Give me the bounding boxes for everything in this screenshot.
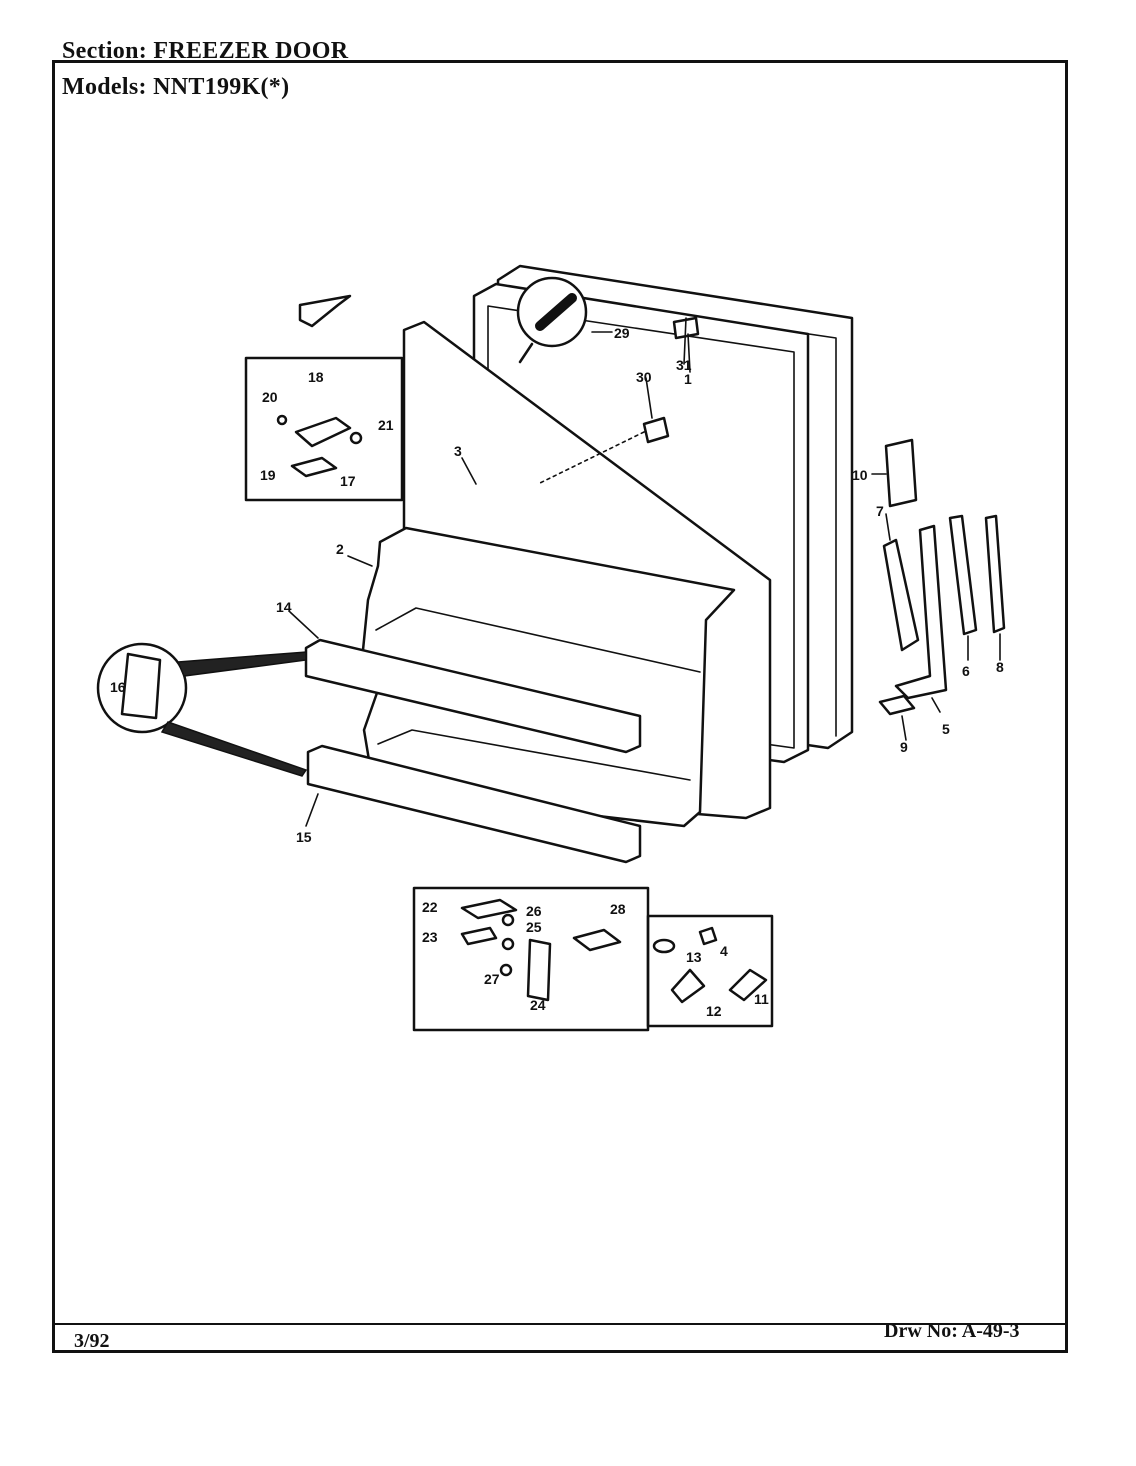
drawing-number: Drw No: A-49-3 [884, 1320, 1020, 1343]
part-2-upper-shelf [375, 607, 701, 673]
callout-25: 25 [526, 919, 542, 935]
callout-24: 24 [530, 997, 546, 1013]
date-code: 3/92 [74, 1330, 110, 1352]
part-30-dotted-leader [537, 431, 645, 485]
section-title: Section: FREEZER DOOR [62, 38, 348, 65]
drawing-value: A-49-3 [961, 1320, 1020, 1342]
drawing-label: Drw No: [884, 1320, 958, 1342]
part-25-shape [501, 937, 515, 951]
callout-29: 29 [614, 325, 630, 341]
callout-18: 18 [308, 369, 324, 385]
part-13-shape [652, 938, 676, 954]
part-20-shape [276, 414, 288, 426]
part-15-shelf-bar [306, 744, 642, 864]
callout-14: 14 [276, 599, 292, 615]
part-16-leader-bottom [160, 721, 308, 777]
callout-17: 17 [340, 473, 356, 489]
part-19-shape [290, 456, 338, 478]
part-16-leader-top [176, 651, 307, 677]
leader-15 [305, 793, 319, 827]
callout-1: 1 [684, 371, 692, 387]
callout-5: 5 [942, 721, 950, 737]
models-title: Models: NNT199K(*) [62, 74, 296, 101]
leader-7 [885, 513, 891, 541]
part-21-shape [349, 431, 363, 445]
part-8-strip [984, 514, 1006, 634]
callout-27: 27 [484, 971, 500, 987]
callout-10: 10 [852, 467, 868, 483]
part-16-cap-shape [120, 652, 162, 720]
part-30-shape [642, 416, 670, 444]
part-9-plate [878, 694, 916, 716]
callout-3: 3 [454, 443, 462, 459]
callout-26: 26 [526, 903, 542, 919]
leader-31 [683, 317, 687, 365]
callout-13: 13 [686, 949, 702, 965]
part-18-shape [298, 294, 352, 328]
callout-21: 21 [378, 417, 394, 433]
part-5-bracket [894, 524, 948, 700]
callout-2: 2 [336, 541, 344, 557]
part-12-shape [670, 968, 706, 1004]
leader-9 [901, 715, 907, 741]
callout-20: 20 [262, 389, 278, 405]
leader-2 [347, 555, 373, 567]
callout-19: 19 [260, 467, 276, 483]
part-24-shape [526, 938, 552, 1002]
part-2-lower-shelf [377, 729, 691, 781]
section-value: FREEZER DOOR [153, 38, 349, 64]
leader-5 [931, 697, 941, 713]
part-27-shape [499, 963, 513, 977]
callout-28: 28 [610, 901, 626, 917]
callout-7: 7 [876, 503, 884, 519]
part-11-shape [728, 968, 768, 1002]
callout-9: 9 [900, 739, 908, 755]
leader-30 [645, 377, 653, 419]
callout-11: 11 [754, 991, 769, 1007]
callout-12: 12 [706, 1003, 722, 1019]
part-17-shape [294, 416, 352, 448]
leader-1 [687, 333, 691, 373]
part-4-shape [698, 926, 718, 946]
footer-rule [52, 1323, 1068, 1325]
section-label: Section: [62, 38, 148, 64]
leader-14 [289, 611, 319, 639]
models-label: Models: [62, 74, 147, 100]
drawing-frame [52, 60, 1068, 1353]
part-14-shelf-bar [304, 638, 642, 754]
callout-22: 22 [422, 899, 438, 915]
inset-box-hinge-top [244, 356, 404, 502]
callout-16: 16 [110, 679, 126, 695]
models-value: NNT199K(*) [153, 74, 290, 100]
part-6-trim [948, 514, 978, 636]
callout-4: 4 [720, 943, 728, 959]
part-10-handle-end [884, 438, 918, 508]
part-23-shape [460, 926, 498, 946]
part-16-detail-circle [96, 642, 188, 734]
part-29-plug-shape [535, 293, 577, 331]
leader-3 [461, 457, 477, 485]
callout-30: 30 [636, 369, 652, 385]
part-29-leader-line [518, 342, 534, 364]
part-22-shape [460, 898, 518, 920]
callout-31: 31 [676, 357, 692, 373]
callout-8: 8 [996, 659, 1004, 675]
callout-23: 23 [422, 929, 438, 945]
callout-6: 6 [962, 663, 970, 679]
callout-15: 15 [296, 829, 312, 845]
part-26-shape [501, 913, 515, 927]
part-28-shape [572, 928, 622, 952]
inset-box-fasteners [646, 914, 774, 1028]
part-7-handle [882, 538, 920, 652]
